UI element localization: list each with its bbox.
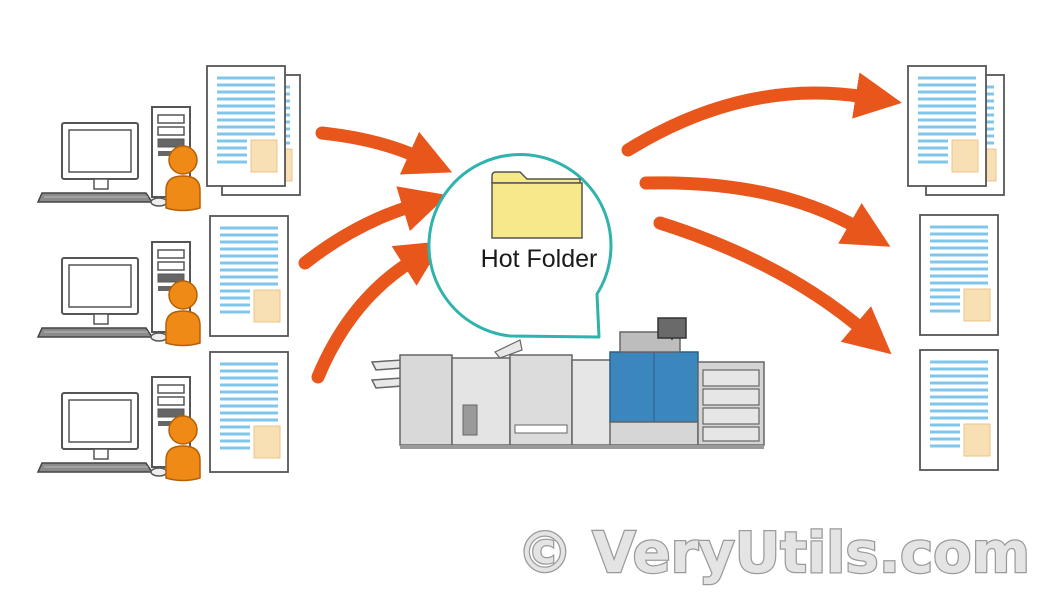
- watermark: © VeryUtils.com: [517, 521, 1030, 586]
- text-document-icon: [208, 350, 290, 474]
- arrow-in-3: [311, 241, 444, 384]
- text-document-icon: [906, 64, 988, 188]
- text-document-icon: [918, 348, 1000, 472]
- arrow-out-3: [653, 216, 892, 355]
- hot-folder-callout: Hot Folder: [427, 153, 613, 339]
- workstation-1: [37, 106, 201, 212]
- source-document-stack: [205, 64, 302, 197]
- arrow-in-1: [315, 126, 453, 175]
- text-document-icon: [208, 214, 290, 338]
- workstation-2: [37, 241, 201, 347]
- text-document-icon: [205, 64, 287, 188]
- computer-with-user-icon: [37, 376, 201, 482]
- arrow-out-2: [639, 176, 891, 247]
- production-printer-icon: [370, 317, 765, 449]
- arrow-in-2: [298, 186, 448, 270]
- output-document-stack: [906, 64, 1006, 197]
- workstation-3: [37, 376, 201, 482]
- folder-icon: [491, 171, 583, 239]
- arrow-out-1: [621, 72, 902, 157]
- text-document-icon: [918, 213, 1000, 337]
- hot-folder-label: Hot Folder: [481, 245, 598, 273]
- computer-with-user-icon: [37, 241, 201, 347]
- computer-with-user-icon: [37, 106, 201, 212]
